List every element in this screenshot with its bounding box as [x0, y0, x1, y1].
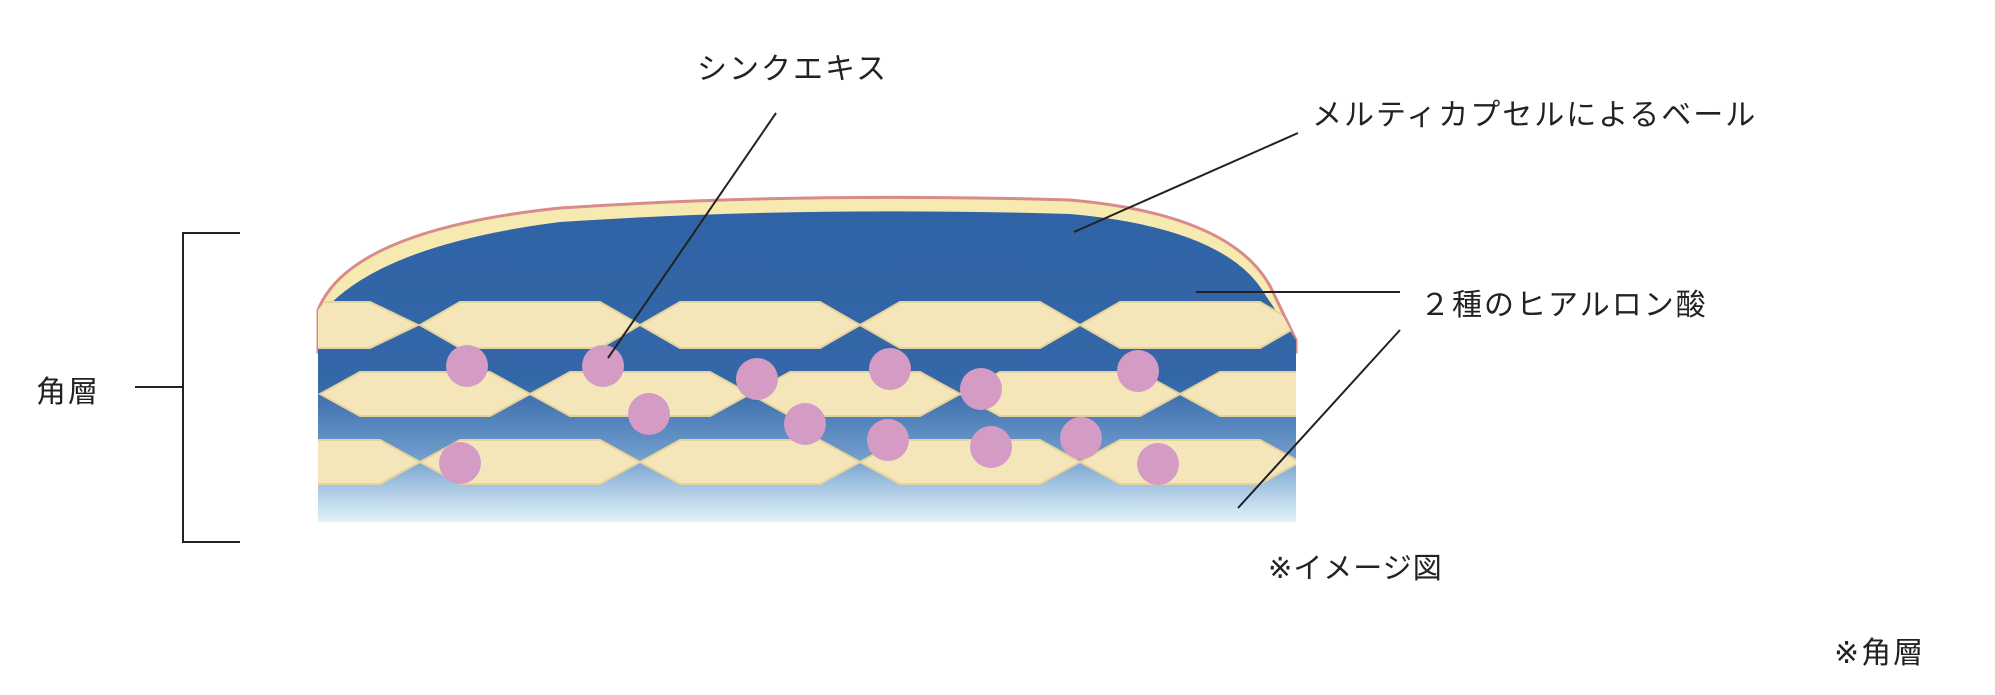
- corneocyte-cell: [857, 439, 1083, 485]
- corneocyte-cell: [318, 301, 421, 349]
- footnote-label: ※角層: [1834, 636, 1926, 671]
- zinc-extract-dot: [867, 419, 909, 461]
- zinc-extract-dot: [1117, 350, 1159, 392]
- zinc-extract-dots: [439, 345, 1179, 485]
- corneocyte-cell: [318, 439, 423, 485]
- zinc-extract-dot: [1137, 443, 1179, 485]
- zinc-extract-dot: [446, 345, 488, 387]
- zinc-extract-leader: [607, 112, 777, 359]
- zinc-extract-dot: [628, 393, 670, 435]
- zinc-extract-dot: [869, 348, 911, 390]
- corneocyte-cell: [417, 301, 643, 349]
- corneocyte-cell: [637, 439, 863, 485]
- corneocyte-cell: [857, 301, 1083, 349]
- corneocyte-cell: [527, 371, 753, 417]
- hyaluronic-leader-lower: [1237, 329, 1401, 509]
- corneocyte-cell: [1177, 371, 1296, 417]
- corneocyte-cell: [637, 301, 863, 349]
- corneocyte-cell: [1077, 301, 1296, 349]
- image-note-label: ※イメージ図: [1268, 551, 1443, 585]
- corneocyte-cell: [747, 371, 963, 417]
- corneocyte-cell: [318, 371, 533, 417]
- multicapsule-veil-label: メルティカプセルによるベール: [1312, 98, 1758, 133]
- zinc-extract-dot: [582, 345, 624, 387]
- zinc-extract-dot: [439, 442, 481, 484]
- zinc-extract-dot: [784, 403, 826, 445]
- hyaluronic-acid-label: ２種のヒアルロン酸: [1420, 288, 1708, 323]
- zinc-extract-label: シンクエキス: [697, 52, 889, 87]
- stratum-corneum-label: 角層: [36, 375, 100, 410]
- zinc-extract-dot: [736, 358, 778, 400]
- zinc-extract-dot: [970, 426, 1012, 468]
- veil-leader: [1073, 132, 1299, 233]
- zinc-extract-dot: [1060, 417, 1102, 459]
- stratum-corneum-bracket: [135, 232, 240, 543]
- zinc-extract-dot: [960, 368, 1002, 410]
